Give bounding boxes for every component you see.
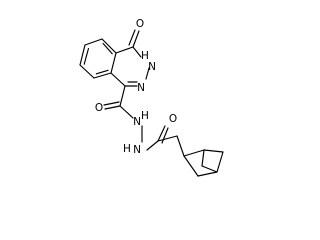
ketone-oxygen-label: O bbox=[136, 18, 144, 30]
hydrazide-nh-left-h-label: H bbox=[141, 110, 149, 122]
atom-label-layer: O H N N O H N H N O bbox=[95, 18, 177, 156]
bond bbox=[201, 149, 205, 167]
amide-oxygen-left-label: O bbox=[95, 102, 103, 114]
chemical-structure-diagram: O H N N O H N H N O bbox=[79, 18, 224, 177]
bond bbox=[132, 46, 142, 58]
bond bbox=[93, 72, 112, 79]
bond bbox=[79, 44, 86, 66]
bond bbox=[104, 105, 121, 110]
bond bbox=[161, 127, 169, 144]
bond bbox=[146, 140, 159, 151]
bond-layer bbox=[79, 29, 224, 177]
bond bbox=[110, 52, 117, 74]
bond bbox=[119, 85, 126, 107]
bond bbox=[79, 64, 95, 79]
hydrazide-nh-right-h-label: H bbox=[123, 143, 131, 155]
bond bbox=[157, 135, 178, 142]
hydrazide-nh-left-n-label: N bbox=[133, 116, 141, 128]
structure-canvas: O H N N O H N H N O bbox=[79, 18, 224, 177]
hydrazide-nh-right-n-label: N bbox=[133, 144, 141, 156]
bond bbox=[102, 42, 113, 55]
ring-nh-n-label: N bbox=[148, 61, 156, 73]
amide-oxygen-right-label: O bbox=[169, 113, 177, 125]
bond bbox=[84, 38, 103, 46]
ring-nh-h-label: H bbox=[141, 50, 149, 62]
bond bbox=[183, 155, 199, 177]
bond bbox=[110, 72, 126, 87]
bond bbox=[115, 46, 134, 54]
bond bbox=[132, 30, 140, 48]
ring-n-label: N bbox=[137, 82, 145, 94]
bond bbox=[183, 149, 205, 157]
bond bbox=[203, 149, 224, 153]
bond bbox=[83, 47, 90, 65]
bond bbox=[95, 69, 109, 75]
bond bbox=[128, 29, 136, 46]
bond bbox=[101, 38, 117, 54]
bond bbox=[103, 101, 120, 106]
bond bbox=[145, 67, 150, 80]
bond bbox=[201, 165, 218, 173]
bond bbox=[157, 125, 166, 142]
bond bbox=[176, 135, 185, 157]
bond bbox=[216, 151, 224, 173]
bond bbox=[119, 105, 134, 119]
bond bbox=[197, 171, 218, 177]
